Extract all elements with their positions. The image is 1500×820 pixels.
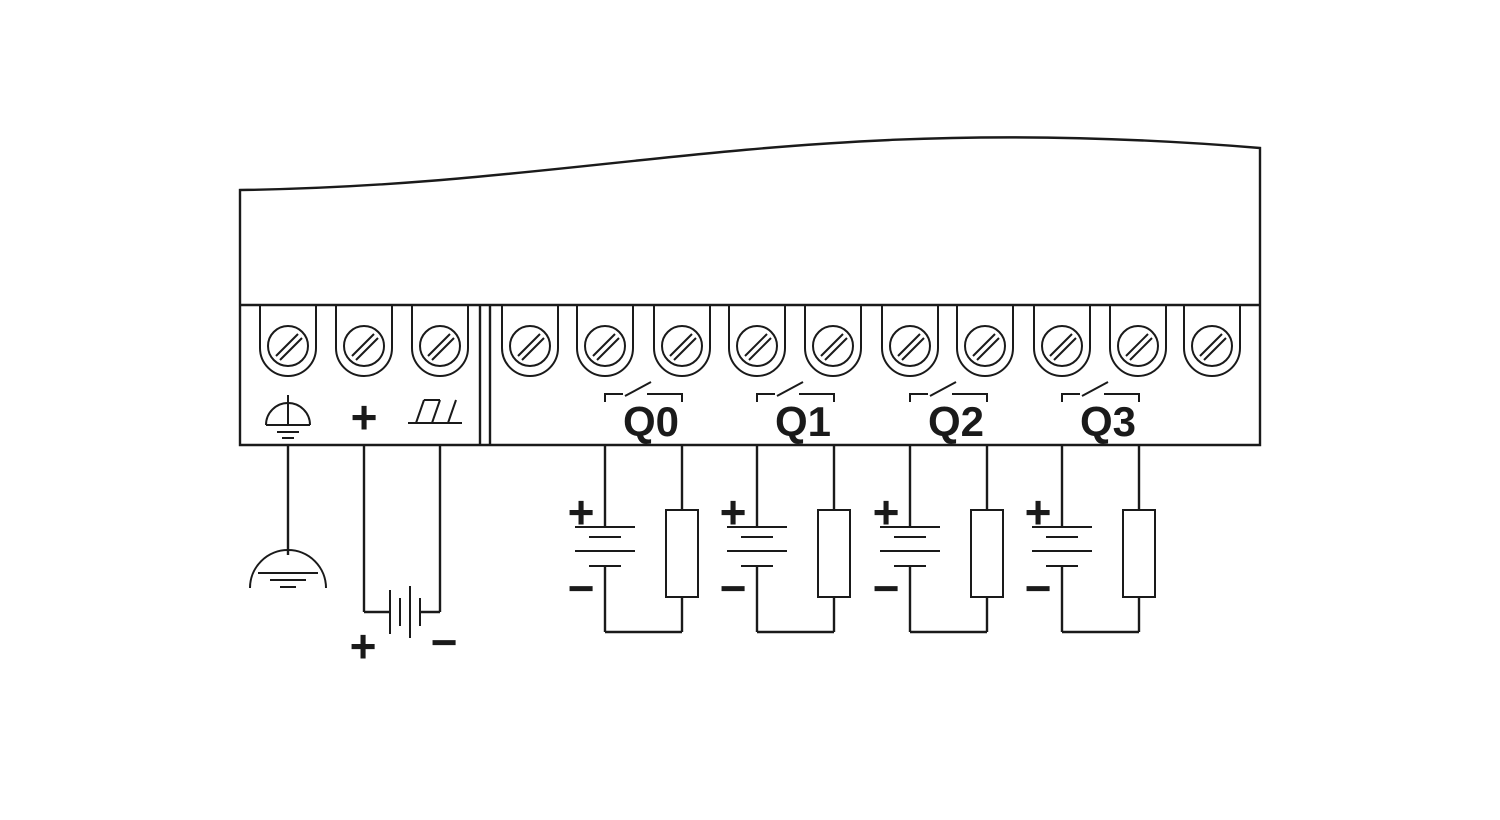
load-circuit-q3: +−	[1025, 445, 1156, 634]
battery-icon	[1032, 526, 1092, 567]
screw-terminal-icon	[1183, 305, 1241, 377]
battery-icon	[389, 586, 421, 638]
load-supply-minus-label: −	[1025, 562, 1052, 614]
resistor-load-icon	[1122, 509, 1156, 598]
output-label-q3: Q3	[1080, 398, 1136, 445]
battery-plus-label: +	[350, 620, 377, 672]
battery-icon	[727, 526, 787, 567]
ground-icon	[249, 549, 327, 589]
screw-terminal-icon	[576, 305, 634, 377]
screw-terminal-icon	[1033, 305, 1091, 377]
screw-terminal-icon	[501, 305, 559, 377]
output-channels: Q0 Q1 Q2 Q3	[604, 381, 1140, 445]
relay-contact-icon	[1061, 381, 1140, 402]
screw-terminal-icon	[881, 305, 939, 377]
output-label-q0: Q0	[623, 398, 679, 445]
supply-battery-circuit: + −	[350, 445, 458, 672]
relay-contact-icon	[604, 381, 683, 402]
relay-contact-icon	[909, 381, 988, 402]
screw-terminal-row	[259, 305, 1241, 377]
load-supply-plus-label: +	[568, 486, 595, 538]
load-supply-plus-label: +	[720, 486, 747, 538]
relay-contact-icon	[756, 381, 835, 402]
resistor-load-icon	[817, 509, 851, 598]
supply-plus-terminal-label: +	[351, 391, 378, 443]
screw-terminal-icon	[728, 305, 786, 377]
load-supply-plus-label: +	[873, 486, 900, 538]
device-housing	[238, 136, 1262, 447]
screw-terminal-icon	[411, 305, 469, 377]
load-circuit-q1: +−	[720, 445, 851, 634]
load-circuit-q0: +−	[568, 445, 699, 634]
load-supply-minus-label: −	[568, 562, 595, 614]
screw-terminal-icon	[335, 305, 393, 377]
screw-terminal-icon	[259, 305, 317, 377]
screw-terminal-icon	[653, 305, 711, 377]
screw-terminal-icon	[956, 305, 1014, 377]
battery-icon	[575, 526, 635, 567]
load-circuit-q2: +−	[873, 445, 1004, 634]
battery-icon	[880, 526, 940, 567]
screw-terminal-icon	[804, 305, 862, 377]
protective-earth-icon	[265, 395, 311, 439]
resistor-load-icon	[665, 509, 699, 598]
output-label-q1: Q1	[775, 398, 831, 445]
resistor-load-icon	[970, 509, 1004, 598]
load-supply-plus-label: +	[1025, 486, 1052, 538]
output-load-circuits: +−+−+−+−	[568, 445, 1156, 634]
functional-earth-icon	[408, 399, 462, 424]
battery-minus-label: −	[431, 616, 458, 668]
load-supply-minus-label: −	[720, 562, 747, 614]
load-supply-minus-label: −	[873, 562, 900, 614]
screw-terminal-icon	[1109, 305, 1167, 377]
output-label-q2: Q2	[928, 398, 984, 445]
